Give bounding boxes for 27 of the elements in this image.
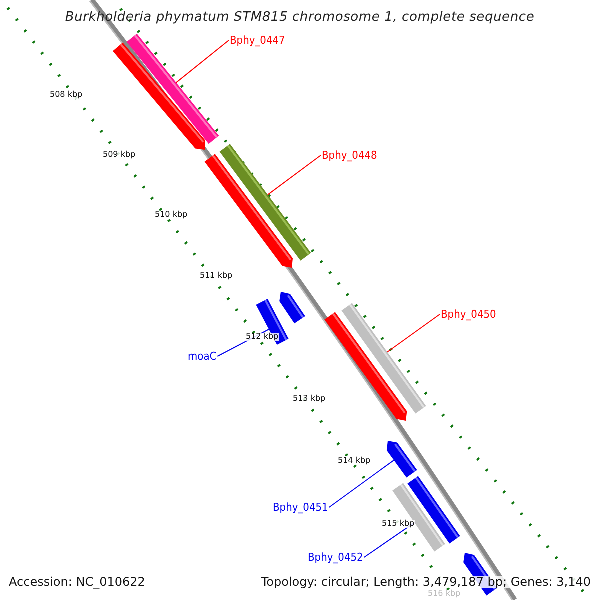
map-title: Burkholderia phymatum STM815 chromosome 1, complete sequence (64, 11, 536, 24)
gene-label: Bphy_0447 (230, 35, 286, 46)
tick-label: 510 kbp (155, 211, 188, 219)
tick-label: 513 kbp (293, 395, 326, 403)
footer-note: Accession: NC_010622 (9, 576, 146, 588)
tick-label: 516 kbp (428, 590, 461, 598)
gene-label: Bphy_0448 (322, 150, 378, 161)
tick-label: 515 kbp (382, 520, 415, 528)
leader-line (176, 40, 230, 84)
leader-line (328, 460, 395, 508)
gene-feature (113, 42, 206, 150)
gene-feature (280, 292, 306, 324)
tick-label: 511 kbp (200, 272, 233, 280)
footer-note: Topology: circular; Length: 3,479,187 bp; Genes: 3,140 (261, 576, 591, 588)
leader-line (387, 314, 440, 353)
gene-label: Bphy_0451 (273, 502, 328, 513)
leader-line (267, 155, 322, 196)
gene-feature (386, 441, 418, 478)
gene-label: Bphy_0450 (441, 309, 496, 320)
gene-label: Bphy_0452 (308, 552, 364, 563)
tick-label: 514 kbp (338, 457, 371, 465)
tick-label: 512 kbp (246, 333, 279, 341)
gene-feature (324, 312, 408, 421)
tick-label: 509 kbp (103, 151, 136, 159)
tick-label: 508 kbp (50, 91, 83, 99)
gene-feature (204, 154, 293, 268)
gene-label: moaC (188, 351, 217, 362)
